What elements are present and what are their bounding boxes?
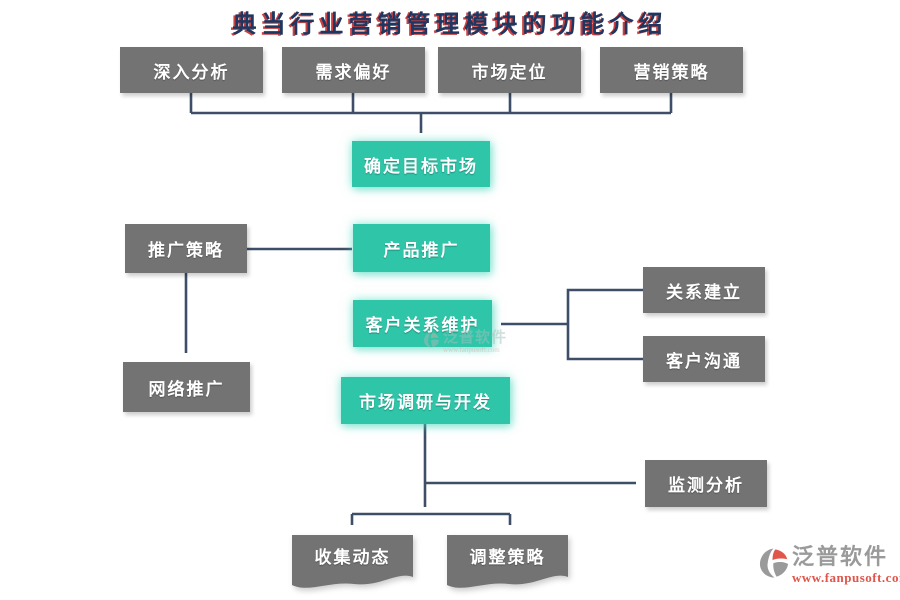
node-label: 确定目标市场: [364, 156, 478, 176]
edge-top-row-bus: [189, 93, 673, 115]
fanpu-logo: 泛普软件 www.fanpusoft.com: [758, 546, 900, 584]
node-market-research-development: 市场调研与开发: [341, 377, 510, 424]
watermark: 泛普软件 www.fanpusoft.com: [423, 331, 507, 354]
node-monitoring-analysis: 监测分析: [645, 460, 767, 507]
node-label: 调整策略: [469, 548, 546, 567]
edge-right-bracket: [566, 288, 643, 361]
node-demand-preference: 需求偏好: [282, 47, 425, 93]
node-label: 客户沟通: [666, 351, 742, 371]
node-collect-dynamics: 收集动态: [292, 535, 413, 591]
watermark-text: 泛普软件: [443, 330, 508, 346]
node-label: 产品推广: [383, 240, 460, 260]
node-label: 网络推广: [148, 379, 225, 399]
node-label: 市场调研与开发: [359, 393, 492, 412]
fanpu-logo-icon: [759, 548, 789, 578]
node-promotion-strategy: 推广策略: [125, 224, 247, 273]
node-marketing-strategy: 营销策略: [600, 47, 743, 93]
node-product-promotion: 产品推广: [353, 224, 490, 272]
node-label: 深入分析: [153, 62, 230, 82]
page-title: 典当行业营销管理模块的功能介绍: [232, 12, 668, 38]
node-label: 推广策略: [148, 241, 224, 260]
node-define-target-market: 确定目标市场: [352, 141, 490, 187]
document-shape-icon: [292, 535, 413, 588]
node-online-promotion: 网络推广: [123, 362, 250, 412]
node-label: 收集动态: [314, 548, 391, 567]
fanpu-logo-icon: [424, 332, 439, 348]
document-shape-icon: [447, 535, 568, 588]
node-deep-analysis: 深入分析: [120, 47, 263, 93]
node-label: 监测分析: [668, 476, 744, 495]
node-label: 关系建立: [666, 282, 742, 302]
node-label: 营销策略: [633, 62, 710, 82]
node-label: 需求偏好: [315, 62, 392, 82]
node-relationship-building: 关系建立: [643, 267, 765, 313]
node-customer-communication: 客户沟通: [643, 336, 765, 382]
logo-name: 泛普软件: [792, 544, 889, 569]
watermark-url: www.fanpusoft.com: [443, 346, 500, 354]
node-customer-relationship-maintenance: 客户关系维护: [353, 300, 492, 347]
node-market-positioning: 市场定位: [438, 47, 581, 93]
node-adjust-strategy: 调整策略: [447, 535, 568, 591]
logo-url: www.fanpusoft.com: [792, 570, 900, 585]
node-label: 客户关系维护: [365, 316, 480, 335]
node-label: 市场定位: [471, 62, 548, 82]
